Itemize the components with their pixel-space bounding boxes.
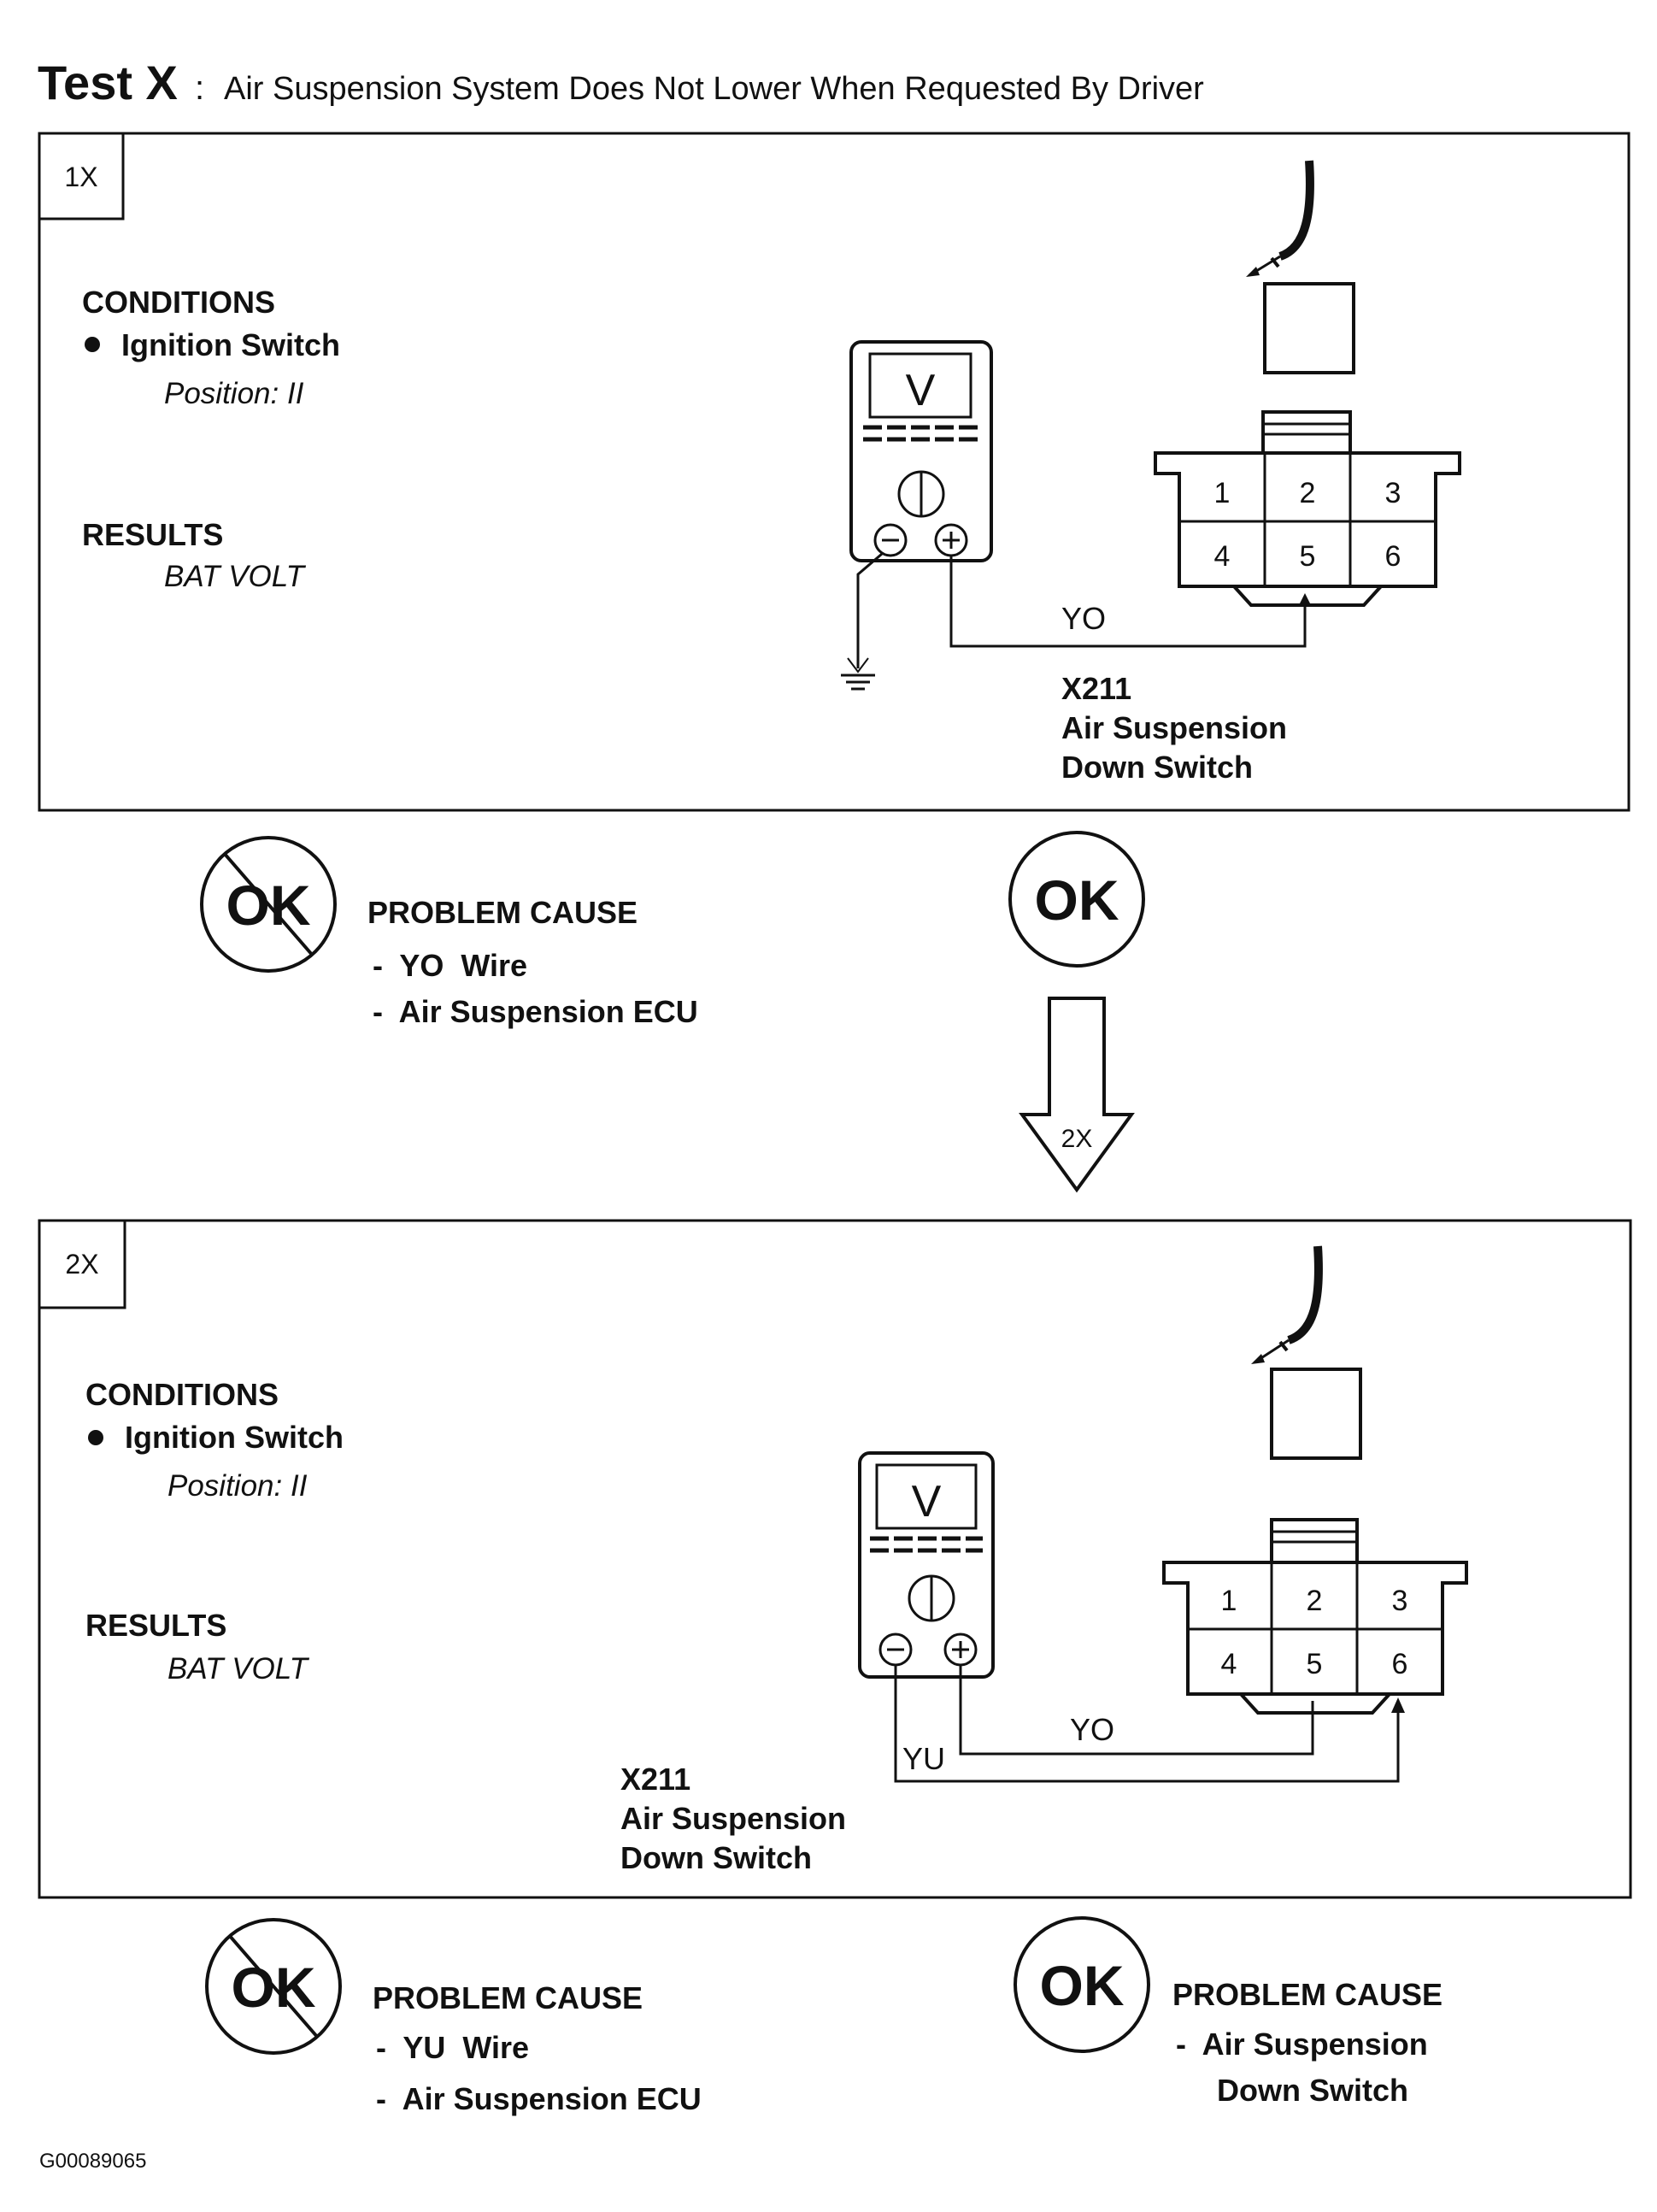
step-1x-conditions-heading: CONDITIONS xyxy=(82,285,275,320)
voltmeter-icon: V xyxy=(858,1451,995,1679)
step-2x-wire-label-top: YO xyxy=(1070,1712,1114,1747)
pin-1: 1 xyxy=(1221,1585,1237,1617)
yo-wire xyxy=(949,556,1307,648)
step-1x-wire-label: YO xyxy=(1061,601,1106,636)
bullet-icon xyxy=(88,1430,103,1445)
step-2x-condition-position: Position: II xyxy=(167,1469,308,1503)
voltmeter-icon: V xyxy=(849,340,993,562)
step-1x-frame xyxy=(38,132,1631,812)
pin-6: 6 xyxy=(1385,540,1401,573)
page-title: Air Suspension System Does Not Lower Whe… xyxy=(224,71,1204,107)
probe-arrow-icon xyxy=(1391,1697,1405,1713)
step-2x-cause-1: - YU Wire xyxy=(376,2030,529,2065)
bullet-icon xyxy=(85,337,100,352)
connector-plug xyxy=(1263,282,1355,374)
yo-wire xyxy=(959,1665,1314,1756)
yu-wire xyxy=(894,1665,1400,1783)
pin-3: 3 xyxy=(1385,477,1401,509)
step-2x-ok-cause-2: Down Switch xyxy=(1217,2073,1408,2108)
step-1x-cause-1: - YO Wire xyxy=(373,948,527,983)
step-1x-condition-position: Position: II xyxy=(164,377,304,410)
step-1x-condition-item: Ignition Switch xyxy=(121,327,340,362)
figure-id: G00089065 xyxy=(39,2150,146,2173)
step-2x-ok-icon: OK xyxy=(1014,1916,1150,2053)
step-2x-connector-name-1: Air Suspension xyxy=(620,1801,846,1836)
x211-connector: 1 2 3 4 5 6 xyxy=(1154,410,1461,607)
step-2x-frame xyxy=(38,1219,1632,1899)
step-2x-ok-label: OK xyxy=(1040,1954,1125,2017)
step-2x-not-ok-icon: OK xyxy=(205,1918,342,2055)
step-2x-ok-cause-1: - Air Suspension xyxy=(1176,2027,1428,2062)
pin-5: 5 xyxy=(1307,1648,1323,1680)
step-2x-wire-label-bottom: YU xyxy=(902,1741,945,1776)
step-2x-conditions-heading: CONDITIONS xyxy=(85,1377,279,1412)
step-1x-connector-id: X211 xyxy=(1061,671,1131,706)
step-1x-ok-icon: OK xyxy=(1008,831,1145,968)
voltmeter-display: V xyxy=(912,1477,942,1527)
header-colon: : xyxy=(195,69,204,107)
test-label: Test X xyxy=(38,56,178,109)
step-1x-not-ok-icon: OK xyxy=(200,836,337,973)
step-2x-ok-problem-cause-heading: PROBLEM CAUSE xyxy=(1172,1977,1443,2012)
step-2x-tag-box xyxy=(38,1219,126,1309)
pin-5: 5 xyxy=(1300,540,1316,573)
step-1x-tag: 1X xyxy=(64,162,97,192)
step-2x-tag: 2X xyxy=(65,1249,98,1280)
step-1x-connector-name-1: Air Suspension xyxy=(1061,710,1287,745)
step-1x-panel: 1X CONDITIONS Ignition Switch Position: … xyxy=(38,132,1631,812)
connector-plug xyxy=(1270,1368,1362,1460)
ground-symbol-icon xyxy=(841,657,875,691)
pin-1: 1 xyxy=(1214,477,1231,509)
pin-3: 3 xyxy=(1392,1585,1408,1617)
step-1x-connector-name-2: Down Switch xyxy=(1061,750,1253,785)
step-2x-problem-cause-heading: PROBLEM CAUSE xyxy=(373,1980,643,2015)
down-arrow-icon: 2X xyxy=(1019,997,1135,1193)
step-1x-results-heading: RESULTS xyxy=(82,517,223,552)
step-2x-results-value: BAT VOLT xyxy=(167,1652,310,1685)
voltmeter-display: V xyxy=(906,366,936,415)
pin-2: 2 xyxy=(1300,477,1316,509)
probe-icon xyxy=(1251,1245,1323,1364)
step-2x-connector-id: X211 xyxy=(620,1762,690,1797)
step-2x-condition-item: Ignition Switch xyxy=(125,1420,344,1455)
step-1x-ok-label: OK xyxy=(1035,868,1119,932)
step-2x-panel: 2X CONDITIONS Ignition Switch Position: … xyxy=(38,1219,1632,1899)
pin-4: 4 xyxy=(1214,540,1231,573)
negative-terminal-icon xyxy=(873,523,908,557)
step-1x-cause-2: - Air Suspension ECU xyxy=(373,994,698,1029)
step-2x-results-heading: RESULTS xyxy=(85,1608,226,1643)
x211-connector: 1 2 3 4 5 6 xyxy=(1162,1518,1468,1715)
next-step-label: 2X xyxy=(1061,1125,1093,1153)
step-2x-cause-2: - Air Suspension ECU xyxy=(376,2081,702,2116)
pin-4: 4 xyxy=(1221,1648,1237,1680)
step-1x-problem-cause-heading: PROBLEM CAUSE xyxy=(367,895,638,930)
pin-2: 2 xyxy=(1307,1585,1323,1617)
ground-lead xyxy=(841,552,883,691)
step-1x-results-value: BAT VOLT xyxy=(164,560,307,593)
step-2x-connector-name-2: Down Switch xyxy=(620,1840,812,1875)
step-1x-tag-box xyxy=(38,132,125,221)
pin-6: 6 xyxy=(1392,1648,1408,1680)
probe-icon xyxy=(1246,160,1314,277)
